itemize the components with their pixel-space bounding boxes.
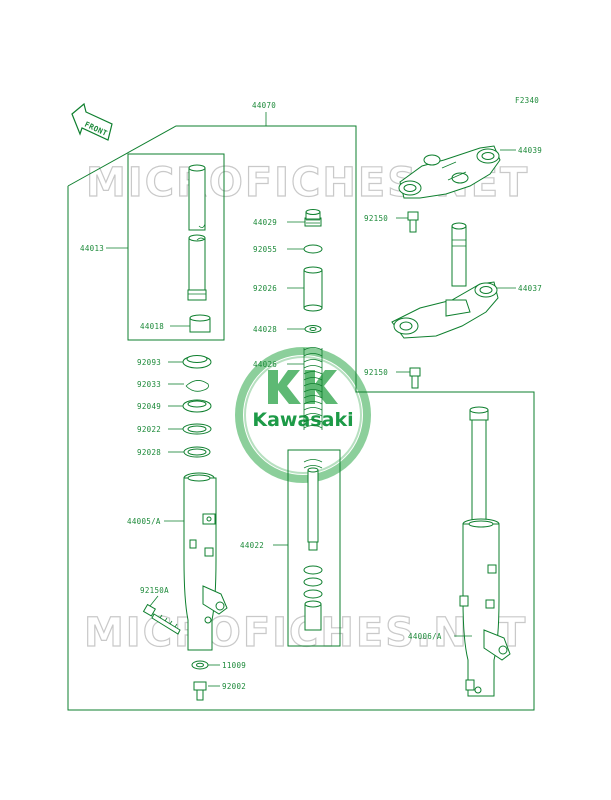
label-44006A: 44006/A [408, 632, 442, 641]
label-92093: 92093 [137, 358, 161, 367]
cap-bolt-44029: 44029 [253, 209, 322, 227]
label-44039: 44039 [518, 146, 542, 155]
fork-assembly-44006: 44006/A [408, 406, 511, 697]
logo-text: Kawasaki [252, 409, 353, 431]
label-92028: 92028 [137, 448, 161, 457]
label-44070: 44070 [252, 101, 276, 110]
upper-clamp-44039: 44039 [398, 145, 542, 199]
circlip-92033: 92033 [137, 380, 209, 392]
collar-92026: 92026 [253, 266, 323, 312]
damper-box: 44022 [240, 449, 341, 647]
label-92150-upper: 92150 [364, 214, 388, 223]
label-44026: 44026 [253, 360, 277, 369]
washer-92022: 92022 [137, 423, 212, 435]
gasket-11009: 11009 [191, 660, 246, 670]
label-92055: 92055 [253, 245, 277, 254]
spring-seat-44028: 44028 [253, 325, 322, 334]
o-ring-92055: 92055 [253, 244, 323, 254]
label-44037: 44037 [518, 284, 542, 293]
label-92150-lower: 92150 [364, 368, 388, 377]
label-44005A: 44005/A [127, 517, 161, 526]
label-92002: 92002 [222, 682, 246, 691]
bushing-44018: 44018 [140, 314, 211, 333]
fork-spring-44026: 44026 [253, 347, 323, 430]
kawasaki-logo: Kawasaki [235, 347, 371, 483]
label-92022: 92022 [137, 425, 161, 434]
damper-rod [303, 459, 323, 631]
lower-clamp-44037: 44037 [391, 222, 542, 339]
bolt-92150-upper: 92150 [364, 211, 419, 233]
seal-92093: 92093 [137, 355, 212, 369]
inner-tube-upper [188, 164, 206, 231]
label-92150A: 92150A [140, 586, 169, 595]
bolt-92150-lower: 92150 [364, 367, 421, 389]
outer-tube-44005: 44005/A [127, 472, 228, 651]
label-92026: 92026 [253, 284, 277, 293]
bolt-92002: 92002 [193, 681, 246, 701]
label-44022: 44022 [240, 541, 264, 550]
front-arrow-icon: FRONT [71, 102, 113, 141]
figure-code: F2340 [515, 96, 539, 105]
inner-tube-box: 44013 [80, 153, 225, 341]
label-44028: 44028 [253, 325, 277, 334]
seal-92049: 92049 [137, 399, 212, 413]
label-44029: 44029 [253, 218, 277, 227]
inner-tube-lower [187, 234, 207, 301]
label-44018: 44018 [140, 322, 164, 331]
label-92033: 92033 [137, 380, 161, 389]
label-11009: 11009 [222, 661, 246, 670]
label-92049: 92049 [137, 402, 161, 411]
label-44013: 44013 [80, 244, 104, 253]
bushing-92028: 92028 [137, 446, 211, 458]
assembly-frame: 44070 [67, 101, 535, 711]
bolt-92150A: 92150A [140, 586, 181, 635]
